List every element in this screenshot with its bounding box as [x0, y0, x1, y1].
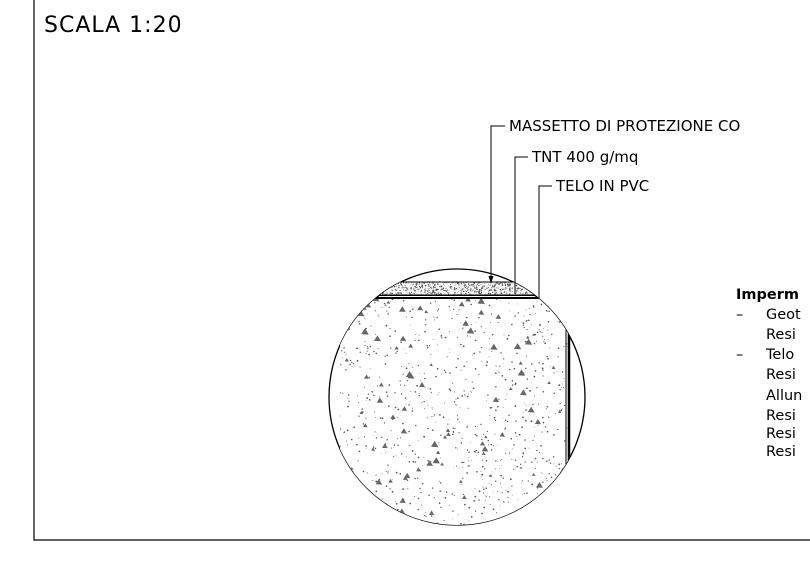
spec-dash-1: –: [736, 307, 743, 323]
label-tnt: TNT 400 g/mq: [531, 148, 638, 166]
sheet-frame: [33, 0, 810, 541]
spec-line-2: Resi: [766, 327, 796, 343]
scale-title: SCALA 1:20: [44, 13, 183, 38]
spec-line-8: Resi: [766, 444, 796, 460]
label-massetto: MASSETTO DI PROTEZIONE CO: [509, 117, 740, 135]
spec-line-6: Resi: [766, 408, 796, 424]
spec-line-1: Geot: [766, 307, 801, 323]
protective-screed-layer: [339, 281, 569, 296]
spec-line-7: Resi: [766, 426, 796, 442]
spec-line-4: Resi: [766, 367, 796, 383]
spec-block: Imperm – Geot Resi – Telo Resi Allun Res…: [736, 287, 802, 460]
spec-heading: Imperm: [736, 287, 799, 303]
spec-line-3: Telo: [765, 347, 794, 363]
concrete-slab: [340, 298, 568, 525]
leader-telo: [538, 185, 552, 298]
label-telo: TELO IN PVC: [555, 177, 649, 195]
leader-tnt: [514, 156, 528, 294]
spec-dash-2: –: [736, 347, 743, 363]
leader-massetto: [488, 125, 505, 284]
spec-line-5: Allun: [766, 388, 802, 404]
